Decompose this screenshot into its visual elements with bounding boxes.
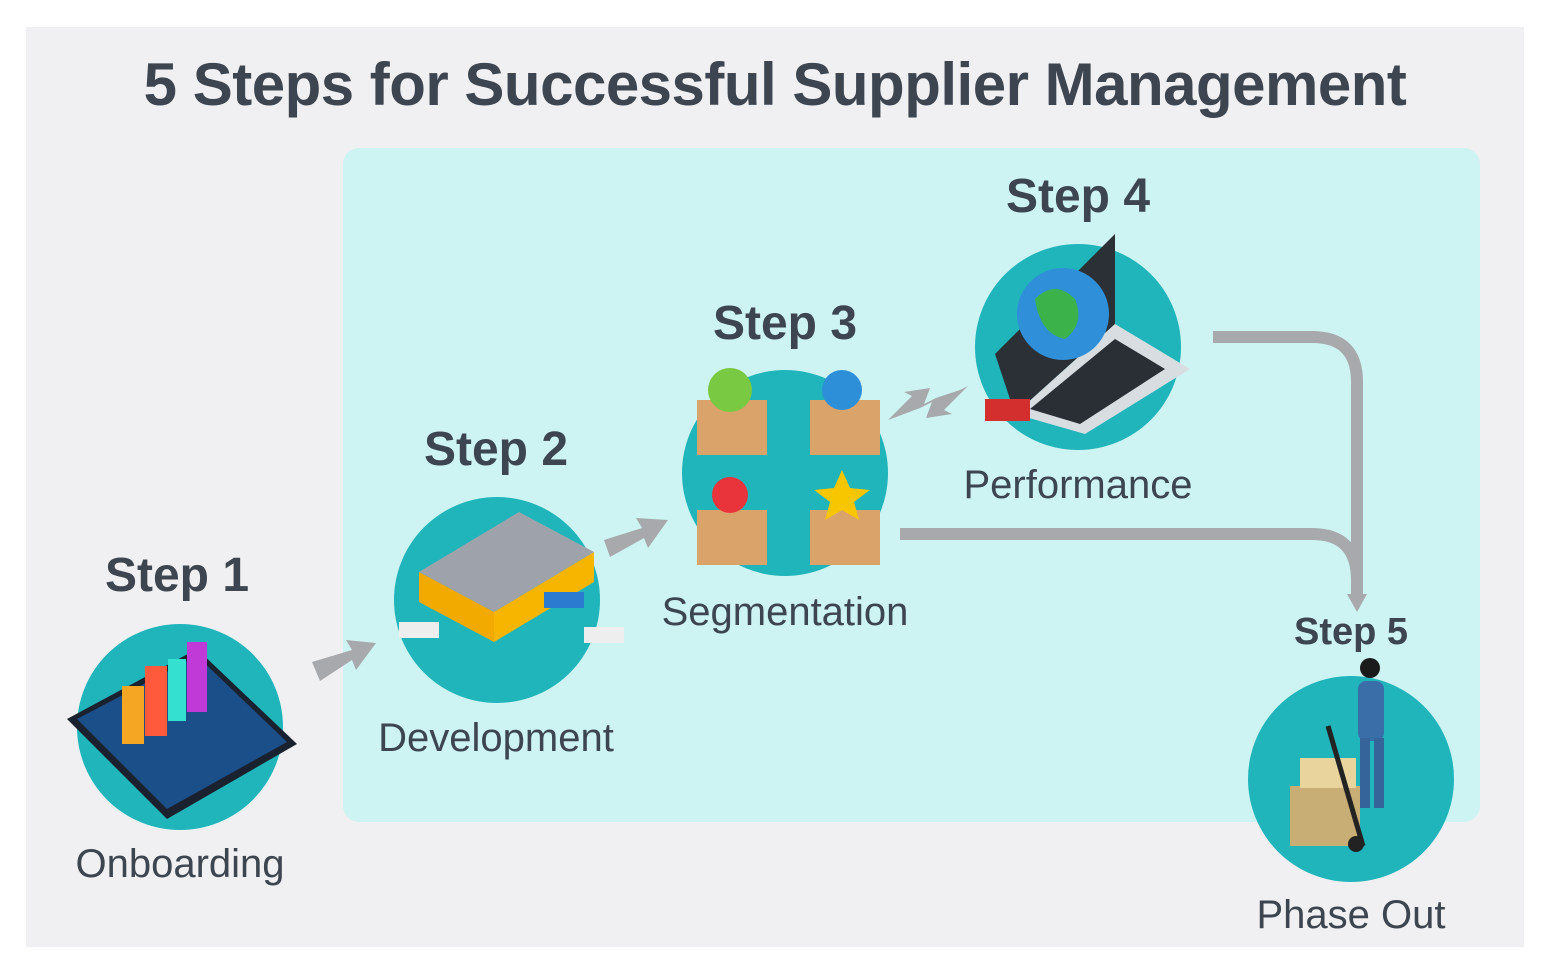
step-2-label: Step 2	[423, 423, 569, 476]
step-4-circle	[975, 234, 1190, 450]
step-1-circle	[67, 624, 297, 830]
gear-icon	[822, 370, 862, 410]
step-4-label: Step 4	[1005, 170, 1151, 223]
step-5-name: Phase Out	[1256, 893, 1446, 937]
arrow-step3-step4-bidirectional	[888, 386, 968, 420]
step-1-label: Step 1	[104, 549, 250, 602]
step-1-name: Onboarding	[75, 842, 285, 886]
star-icon	[814, 470, 870, 520]
step-5-circle	[1248, 658, 1454, 882]
arrow-head-step5	[1347, 594, 1367, 612]
boxes-icon	[697, 368, 880, 565]
worker-hand-truck-icon	[1290, 658, 1384, 852]
arrow-step3-to-step5	[900, 528, 1363, 600]
location-pin-icon	[712, 477, 748, 513]
step-3-name: Segmentation	[661, 590, 909, 634]
step-2-name: Development	[378, 716, 614, 760]
check-icon	[708, 368, 752, 412]
laptop-globe-icon	[985, 234, 1190, 434]
step-5-label: Step 5	[1293, 611, 1409, 653]
arrow-step4-to-step5	[1213, 331, 1363, 600]
page-title: 5 Steps for Successful Supplier Manageme…	[143, 51, 1407, 118]
step-4-name: Performance	[963, 463, 1193, 507]
step-3-label: Step 3	[712, 297, 858, 350]
step-2-circle	[394, 497, 624, 703]
arrow-step1-to-step2	[312, 640, 376, 681]
arrow-step2-to-step3	[604, 518, 668, 557]
warehouse-icon	[399, 512, 624, 643]
step-3-circle	[682, 368, 888, 576]
smartphone-chart-icon	[67, 642, 297, 819]
